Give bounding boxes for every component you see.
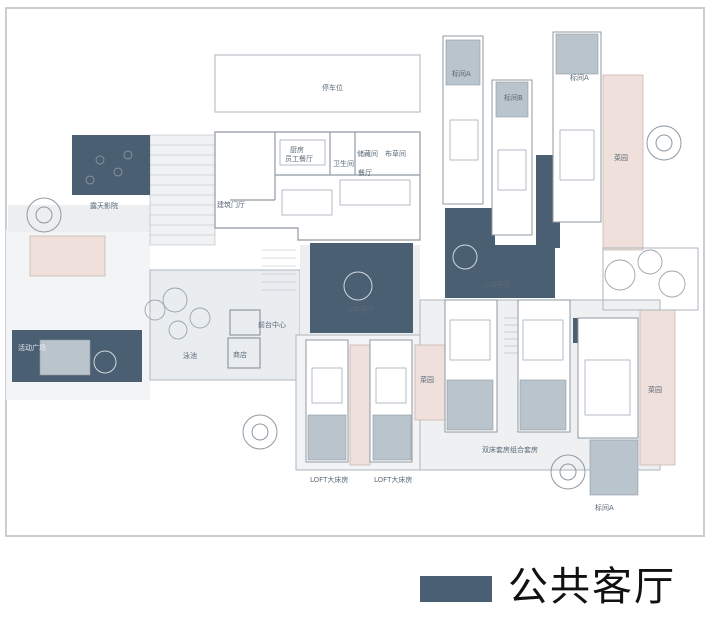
- label-standard-room-1: 标间A: [452, 69, 471, 78]
- furniture: [85, 119, 631, 416]
- label-public-lounge-center: 公共客厅: [346, 305, 374, 314]
- service-block: [214, 131, 421, 369]
- trees: [144, 247, 699, 340]
- label-outdoor-cinema: 露天影院: [90, 201, 118, 210]
- label-reception: 前台中心: [258, 320, 286, 329]
- room-pools: [39, 33, 639, 496]
- lounge-outdoor-cinema: [72, 135, 150, 195]
- label-shop: 商店: [233, 350, 247, 359]
- label-standard-room-4: 标间A: [595, 503, 614, 512]
- label-standard-room-3: 标间A: [570, 73, 589, 82]
- label-main-entrance: 建筑门厅: [217, 200, 245, 209]
- label-activity-plaza: 活动广场: [18, 343, 46, 352]
- garden-plots: [29, 74, 676, 466]
- lounge-center: [310, 243, 413, 333]
- label-standard-room-2: 标间B: [504, 93, 523, 102]
- label-public-lounge-north: 公共客厅: [483, 280, 511, 289]
- label-loft-2: LOFT大床房: [374, 475, 412, 484]
- floor-plan: 停车位 厨房 员工餐厅 储藏间 布草间 卫生间 餐厅 建筑门厅 露天影院 活动广…: [5, 7, 705, 537]
- stair-steps: [150, 144, 520, 354]
- plan-labels: 停车位 厨房 员工餐厅 储藏间 布草间 卫生间 餐厅 建筑门厅 露天影院 活动广…: [18, 69, 662, 512]
- label-garden-1: 菜园: [614, 153, 628, 162]
- label-washroom: 卫生间: [333, 159, 354, 168]
- label-restaurant: 餐厅: [358, 168, 372, 177]
- circular-markers: [26, 125, 682, 490]
- label-garden-3: 菜园: [420, 375, 434, 384]
- legend-label: 公共客厅: [508, 564, 676, 610]
- label-loft-1: LOFT大床房: [310, 475, 348, 484]
- label-family-suite: 双床套房组合套房: [482, 445, 538, 454]
- label-storage: 储藏间: [357, 149, 378, 158]
- label-wash: 布草间: [385, 149, 406, 158]
- label-parking: 停车位: [322, 83, 343, 92]
- label-staff-dining: 员工餐厅: [285, 154, 313, 163]
- public-lounges: [12, 135, 638, 382]
- label-garden-2: 菜园: [648, 385, 662, 394]
- legend: 公共客厅: [420, 562, 705, 612]
- legend-swatch: [420, 576, 492, 602]
- label-kitchen: 厨房: [290, 145, 304, 154]
- lounge-north: [445, 208, 555, 298]
- label-pool: 泳池: [183, 351, 197, 360]
